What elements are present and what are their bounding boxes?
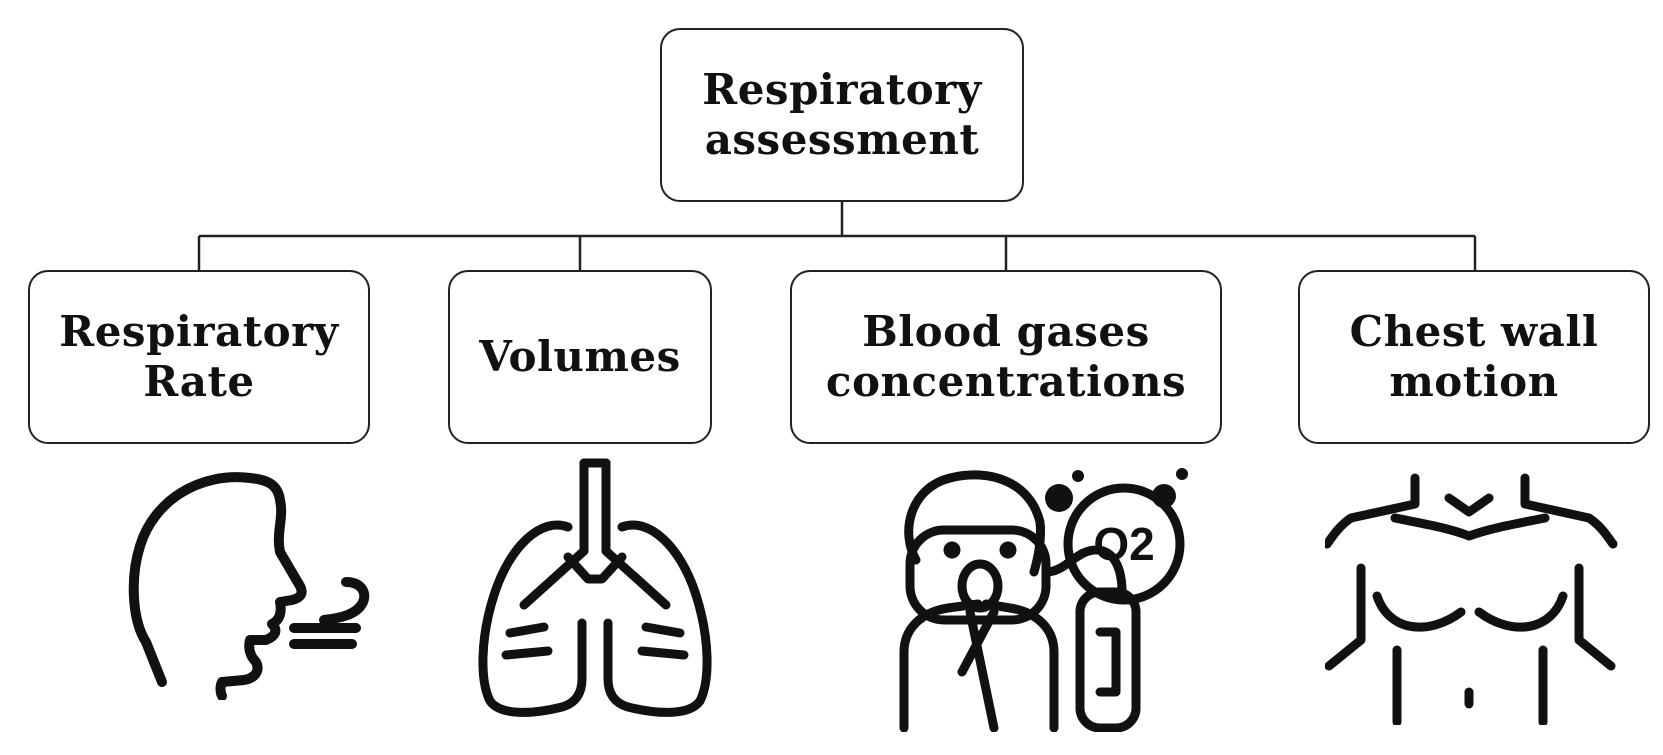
node-respiratory-rate: Respiratory Rate	[28, 270, 370, 444]
breathing-head-icon	[110, 460, 390, 700]
node-volumes-line1: Volumes	[479, 332, 681, 381]
node-chest-wall-line1: Chest wall	[1349, 307, 1599, 356]
oxygen-patient-icon: O2	[870, 462, 1250, 732]
node-respiratory-rate-line2: Rate	[143, 357, 255, 406]
chest-torso-icon	[1325, 470, 1625, 725]
root-label-line2: assessment	[704, 115, 980, 164]
node-respiratory-rate-line1: Respiratory	[59, 307, 339, 356]
lungs-icon	[470, 455, 720, 720]
node-blood-gases: Blood gases concentrations	[790, 270, 1222, 444]
node-volumes: Volumes	[448, 270, 712, 444]
o2-label: O2	[1093, 518, 1154, 570]
root-node-respiratory-assessment: Respiratory assessment	[660, 28, 1024, 202]
node-blood-gases-line1: Blood gases	[862, 307, 1150, 356]
node-blood-gases-line2: concentrations	[825, 357, 1187, 406]
root-label-line1: Respiratory	[702, 65, 982, 114]
node-chest-wall-motion: Chest wall motion	[1298, 270, 1650, 444]
node-chest-wall-line2: motion	[1389, 357, 1559, 406]
